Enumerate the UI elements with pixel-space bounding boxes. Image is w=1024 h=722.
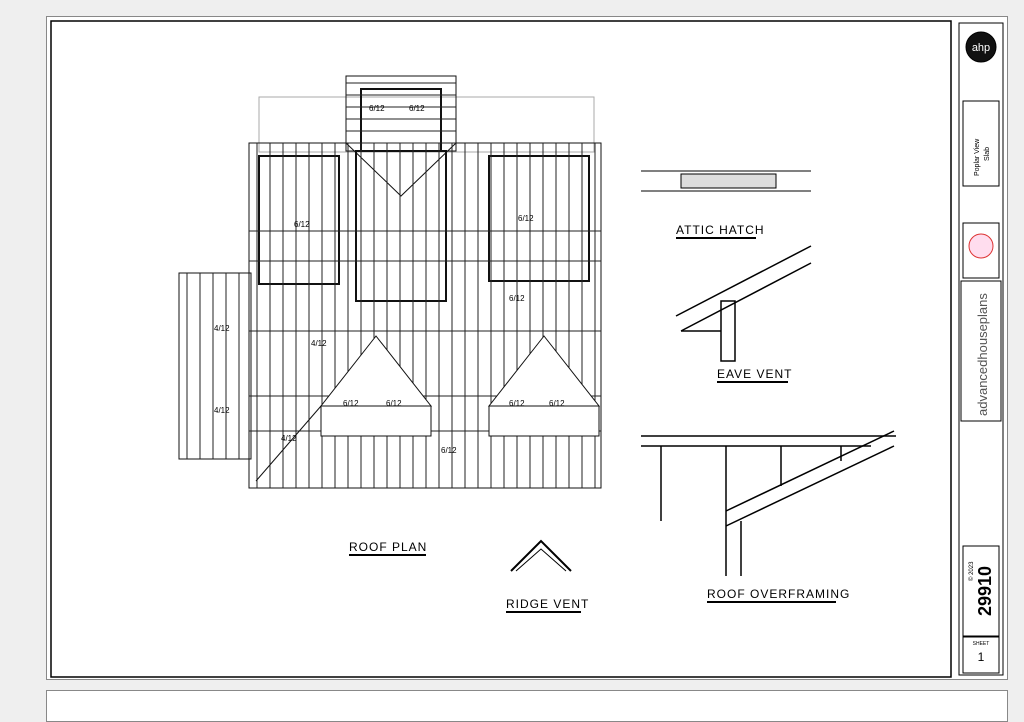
foundation-type: Slab [984, 147, 991, 161]
roof-plan [178, 75, 602, 489]
sheet-label: SHEET [973, 641, 990, 647]
pitch-labels: 6/12 6/12 6/12 6/12 6/12 6/12 6/12 6/12 … [214, 104, 565, 455]
pitch-label: 6/12 [409, 104, 425, 113]
pitch-label: 4/12 [311, 339, 327, 348]
pitch-label: 6/12 [509, 294, 525, 303]
eave-vent-title: EAVE VENT [717, 367, 792, 381]
pitch-label: 6/12 [441, 446, 457, 455]
ahp-logo: ahp [972, 42, 990, 54]
pitch-label: 6/12 [509, 399, 525, 408]
pitch-label: 4/12 [214, 324, 230, 333]
title-block [958, 22, 1004, 676]
drawing-sheet: 6/12 6/12 6/12 6/12 6/12 6/12 6/12 6/12 … [46, 16, 1008, 680]
eave-vent-detail [675, 245, 812, 362]
pitch-label: 6/12 [518, 214, 534, 223]
copyright: © 2023 [968, 561, 975, 581]
pitch-label: 6/12 [549, 399, 565, 408]
ridge-vent-detail [510, 539, 572, 572]
pitch-label: 6/12 [369, 104, 385, 113]
sheet-number: 1 [978, 650, 985, 664]
next-sheet [46, 690, 1008, 722]
pitch-label: 6/12 [386, 399, 402, 408]
attic-hatch-detail [641, 170, 811, 192]
attic-hatch-title: ATTIC HATCH [676, 223, 765, 237]
plan-name: Poplar View [974, 138, 981, 176]
roof-overframing-title: ROOF OVERFRAMING [707, 587, 850, 601]
pitch-label: 6/12 [343, 399, 359, 408]
pitch-label: 4/12 [214, 406, 230, 415]
ridge-vent-title: RIDGE VENT [506, 597, 589, 611]
plan-number: 29910 [975, 566, 995, 616]
pitch-label: 4/12 [281, 434, 297, 443]
roof-overframing-detail [641, 430, 896, 576]
roof-drawing: 6/12 6/12 6/12 6/12 6/12 6/12 6/12 6/12 … [50, 20, 1004, 678]
pitch-label: 6/12 [294, 220, 310, 229]
roof-plan-title: ROOF PLAN [349, 540, 427, 554]
brand-logo: advancedhouseplans [975, 293, 990, 416]
